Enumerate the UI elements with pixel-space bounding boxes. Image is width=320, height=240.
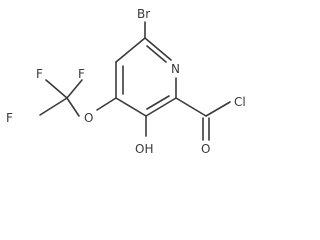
bond-carbonyl-cl xyxy=(205,101,231,117)
atom-label-fluorine-left: F xyxy=(6,111,13,125)
bond-c2-c3 xyxy=(145,97,177,117)
atom-label-hydroxyl: OH xyxy=(135,142,153,156)
bond-c6-n1-inner xyxy=(146,45,167,63)
bond-cf3-f-top-left xyxy=(45,79,68,99)
bond-c6-n1 xyxy=(144,37,172,61)
structure-drawing: Br N Cl O OH O F F F xyxy=(6,7,246,156)
bonds xyxy=(39,21,231,141)
bond-c2-c3-inner xyxy=(146,95,170,110)
bond-c2-carbonyl xyxy=(175,97,207,117)
bond-c5-c6 xyxy=(115,37,146,63)
bond-cf3-f-left xyxy=(39,97,68,116)
atom-label-chlorine: Cl xyxy=(234,95,246,109)
atom-labels: Br N Cl O OH O F F F xyxy=(6,7,246,156)
atom-label-ether-oxygen: O xyxy=(84,111,93,125)
atom-label-fluorine-top-right: F xyxy=(78,67,85,81)
atom-label-fluorine-top-left: F xyxy=(36,67,43,81)
atom-label-carbonyl-oxygen: O xyxy=(201,142,210,156)
bond-cf3-f-top-right xyxy=(66,79,83,99)
atom-label-bromine: Br xyxy=(137,7,150,21)
bond-c3-c4 xyxy=(115,97,147,117)
bond-o-cf3 xyxy=(66,97,80,117)
atom-label-ring-nitrogen: N xyxy=(171,62,180,76)
bond-c4-o xyxy=(96,97,117,111)
